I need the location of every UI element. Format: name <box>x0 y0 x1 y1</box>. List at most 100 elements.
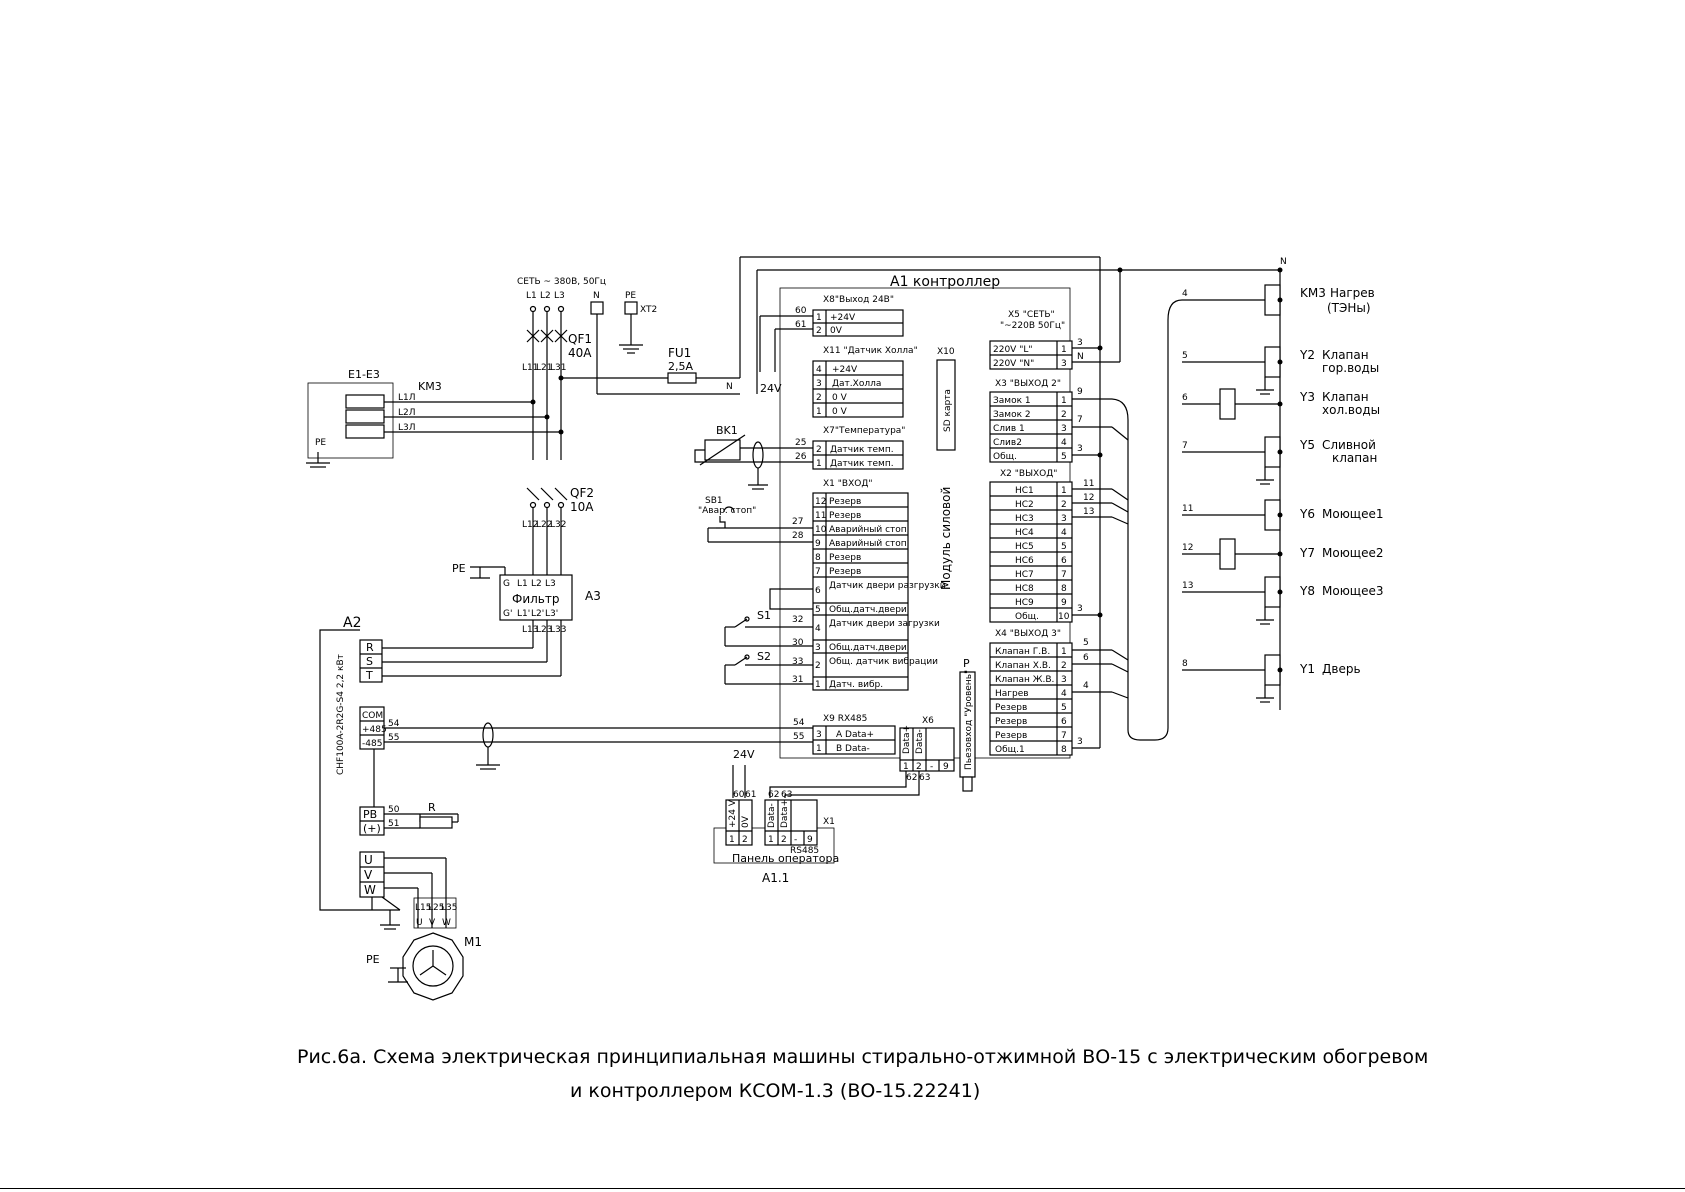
x2-pin10: 10 <box>1058 612 1070 622</box>
x1-pin5-label: Общ.датч.двери <box>829 605 907 615</box>
fuse-fu1 <box>667 372 697 384</box>
load-y2-wire: 5 <box>1182 351 1188 361</box>
x2-row4-label: НС4 <box>1015 528 1034 538</box>
sb1-label: SB1 <box>705 496 723 506</box>
load-y3-line2: хол.воды <box>1322 403 1380 417</box>
x3-row1-label: Замок 1 <box>993 396 1031 406</box>
x1-pin11-label: Резерв <box>829 511 861 521</box>
x1-pin7: 7 <box>815 567 821 577</box>
load-y6-wire: 11 <box>1182 504 1193 514</box>
filter-a3: Фильтр A3 G L1 L2 L3 G' L1' L2' L3' PE L… <box>452 562 601 676</box>
x3-pin3: 3 <box>1061 424 1067 434</box>
x2-title: X2 "ВЫХОД" <box>1000 469 1057 479</box>
level-sensor-p: P Пьезовход "Уровень" <box>959 657 976 792</box>
x4-row4-label: Нагрев <box>995 689 1029 699</box>
inverter-ref: A2 <box>343 615 361 631</box>
neutral-return-label: N <box>726 382 733 392</box>
x3-row3-label: Слив 1 <box>993 424 1025 434</box>
phase-label-l2: L2 <box>540 291 551 301</box>
op-wire61: 61 <box>745 790 756 800</box>
x1-pin9-label: Аварийный стоп <box>829 539 907 549</box>
x4-pin2: 2 <box>1061 661 1067 671</box>
load-y3-coil <box>1219 388 1236 420</box>
load-y5-line2: клапан <box>1332 451 1377 465</box>
filter-pin-l1: L1 <box>517 579 528 589</box>
x1-pin9: 9 <box>815 539 821 549</box>
qf2-out-l22: L22 <box>536 520 552 530</box>
x4-row8-label: Общ.1 <box>995 745 1025 755</box>
x2-wire12: 12 <box>1083 493 1094 503</box>
filter-out-l33: L33 <box>550 625 566 635</box>
x7-pin1-label: Датчик темп. <box>830 459 894 469</box>
x3-pin5: 5 <box>1061 452 1067 462</box>
op-power-label-24v: +24 V <box>728 799 738 828</box>
x8-title: X8"Выход 24В" <box>823 295 894 305</box>
x1-pin6: 6 <box>815 586 821 596</box>
load-y2-name: Клапан <box>1322 348 1369 362</box>
qf2-label: QF2 <box>570 486 594 500</box>
x5-l-label: 220V "L" <box>993 345 1033 355</box>
x2-pin1: 1 <box>1061 486 1067 496</box>
x5-pin1: 1 <box>1061 345 1067 355</box>
load-y2-line2: гор.воды <box>1322 361 1379 375</box>
filter-pe: PE <box>452 562 466 575</box>
neutral-label: N <box>593 291 600 301</box>
phase-label-l1: L1 <box>526 291 537 301</box>
x8-wire61: 61 <box>795 320 806 330</box>
loads-neutral-label: N <box>1280 257 1287 267</box>
wire-55-inv: 55 <box>388 733 399 743</box>
km3-power-label: KM3 <box>418 380 442 393</box>
x2-pin6: 6 <box>1061 556 1067 566</box>
x11-pin3-label: Дат.Холла <box>832 379 881 389</box>
level-sensor-label: Пьезовход "Уровень" <box>964 670 974 770</box>
x4-pin6: 6 <box>1061 717 1067 727</box>
connector-x6: X6 Data+ Data- 1 2 - 9 62 63 <box>769 716 955 798</box>
s1-label: S1 <box>757 609 771 622</box>
inverter-a2: A2 CHF100A-2R2G-S4 2,2 кВт R S T COM +48… <box>319 615 815 930</box>
x1-pin2: 2 <box>815 661 821 671</box>
filter-ref: A3 <box>585 589 601 603</box>
x2-row1-label: НС1 <box>1015 486 1034 496</box>
load-y6-ref: Y6 <box>1299 507 1315 521</box>
load-y5-name: Сливной <box>1322 438 1376 452</box>
x3-row2-label: Замок 2 <box>993 410 1031 420</box>
supply-section: СЕТЬ ~ 380В, 50Гц L1 L2 L3 QF1 40A L11 L… <box>517 256 1280 460</box>
x4-row2-label: Клапан Х.В. <box>995 661 1051 671</box>
x9-pin1-label: B Data- <box>836 744 870 754</box>
phase-label-l3: L3 <box>554 291 565 301</box>
op-panel-ref: A1.1 <box>762 871 789 885</box>
inverter-pin-w: W <box>364 883 376 897</box>
x1-pin10-label: Аварийный стоп <box>829 525 907 535</box>
connector-x4: X4 "ВЫХОД 3" Клапан Г.В.1 Клапан Х.В.2 К… <box>989 348 1112 756</box>
x2-row8-label: НС8 <box>1015 584 1034 594</box>
x6-pin-dash: - <box>930 762 933 772</box>
op-panel-label: Панель оператора <box>732 852 839 865</box>
load-y7-wire: 12 <box>1182 543 1193 553</box>
inverter-pin-s: S <box>366 655 373 668</box>
x1-wire30: 30 <box>792 638 804 648</box>
x7-wire26: 26 <box>795 452 807 462</box>
x1-pin7-label: Резерв <box>829 567 861 577</box>
connector-x7: X7"Температура" 2 Датчик темп. 1 Датчик … <box>694 424 905 490</box>
x2-row3-label: НС3 <box>1015 514 1034 524</box>
x1-pin8-label: Резерв <box>829 553 861 563</box>
x7-title: X7"Температура" <box>823 426 905 436</box>
x6-title: X6 <box>922 716 934 726</box>
connector-x10: X10 SD карта <box>936 347 956 451</box>
qf1-out-l11: L11 <box>522 363 538 373</box>
x2-row2-label: НС2 <box>1015 500 1034 510</box>
connector-x8: X8"Выход 24В" 1 +24V 2 0V 60 61 24V <box>759 295 904 395</box>
filter-pin-l3b: L3' <box>545 609 558 619</box>
load-y1-ref: Y1 <box>1299 662 1315 676</box>
figure-caption: Рис.6а. Схема электрическая принципиальн… <box>297 1046 1428 1102</box>
neutral-terminal <box>590 301 604 315</box>
inverter-pin-r: R <box>366 641 374 654</box>
x4-wire6: 6 <box>1083 653 1089 663</box>
x6-cell-data-minus: Data- <box>915 729 925 754</box>
load-y1-name: Дверь <box>1322 662 1361 676</box>
wire-54-inv: 54 <box>388 719 400 729</box>
x9-pin3: 3 <box>816 730 822 740</box>
inverter-pin-pb: PB <box>363 808 377 821</box>
x1-pin3-label: Общ.датч.двери <box>829 643 907 653</box>
